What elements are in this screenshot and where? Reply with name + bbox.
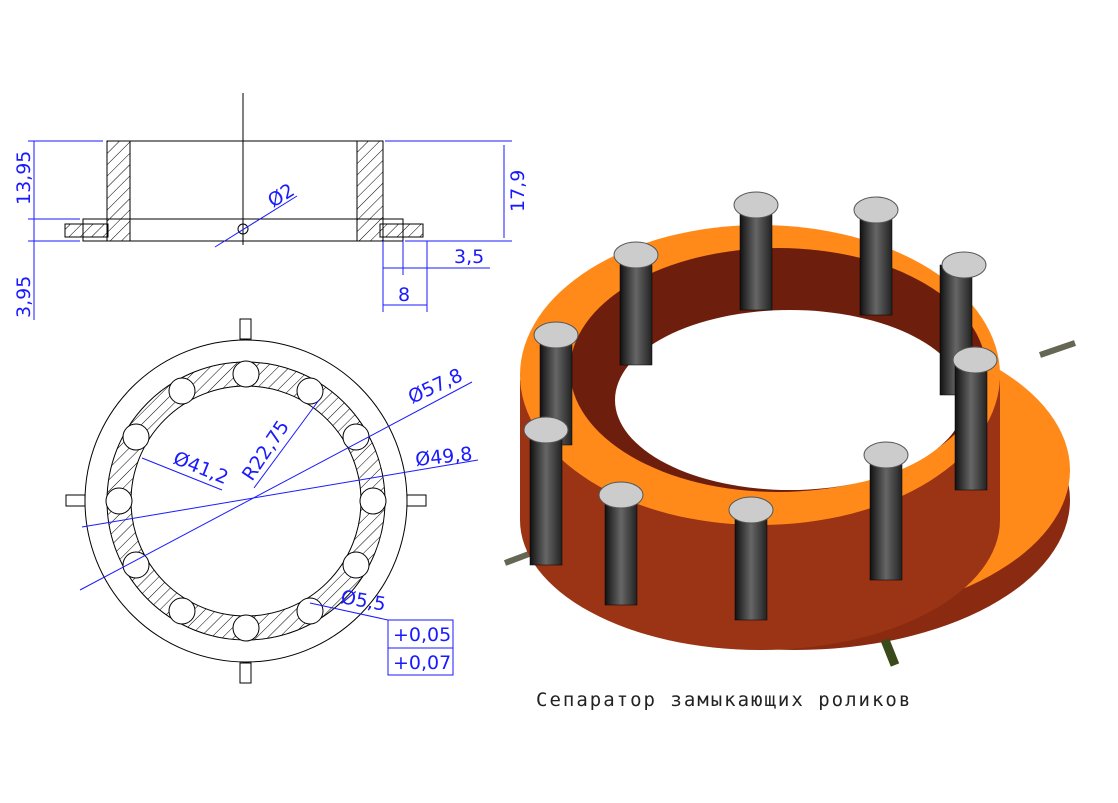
caption: Сепаратор замыкающих роликов bbox=[536, 689, 912, 711]
dim-3-95: 3,95 bbox=[13, 276, 35, 318]
dim-3-5: 3,5 bbox=[454, 246, 484, 268]
cage-3d-render bbox=[503, 191, 1076, 667]
tolerance-lower: +0,07 bbox=[393, 652, 451, 674]
dim-8: 8 bbox=[398, 284, 410, 306]
side-view bbox=[64, 93, 424, 245]
side-dimensions bbox=[28, 140, 512, 320]
dim-17-9: 17,9 bbox=[507, 170, 529, 212]
plan-dimensions bbox=[79, 381, 479, 676]
tolerance-upper: +0,05 bbox=[393, 624, 451, 646]
dim-13-95: 13,95 bbox=[13, 151, 35, 205]
dim-hole: Ø2 bbox=[264, 179, 299, 212]
plan-view bbox=[65, 318, 427, 684]
dim-49-8: Ø49,8 bbox=[414, 443, 473, 471]
